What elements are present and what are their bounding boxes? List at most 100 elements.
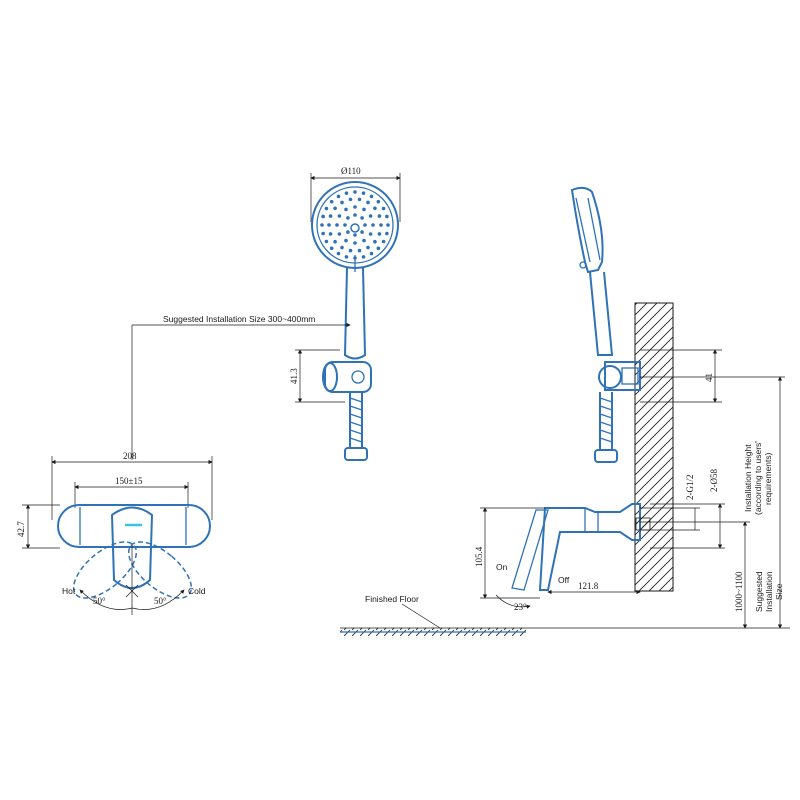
installation-height-line3: requirements)	[763, 452, 773, 505]
nozzle-dot	[335, 223, 339, 227]
head-view: Ø110 41.3 Suggested Installation Size 30…	[131, 166, 401, 461]
nozzle-dot	[344, 238, 348, 243]
nozzle-dot	[369, 194, 374, 199]
installation-height-line1: Installation Height	[743, 444, 753, 512]
nozzle-dot	[353, 190, 357, 194]
nozzle-dot	[362, 207, 366, 212]
depth-label: 121.8	[578, 581, 599, 591]
nozzle-dot	[377, 214, 382, 218]
pipe-label: 2-Ø58	[709, 469, 719, 492]
floor-label: Finished Floor	[365, 594, 419, 604]
tilt-label: 23°	[514, 602, 527, 612]
holder-height-label: 41.3	[289, 368, 299, 384]
height-label: 42.7	[16, 521, 26, 537]
shower-holder	[324, 361, 372, 393]
nozzle-dot	[357, 248, 362, 253]
nozzle-dot	[343, 223, 347, 227]
nozzle-dot	[363, 223, 367, 227]
wall-section	[634, 302, 674, 592]
hot-label: Hot	[62, 586, 76, 596]
nozzle-dot	[328, 232, 333, 236]
side-view: 41 On Off 23° 105.4 121.8 2-G1/2 2-Ø58	[340, 186, 790, 636]
nozzle-dot	[376, 246, 381, 251]
installation-size-label: Suggested Installation Size 300~400mm	[163, 314, 315, 324]
nozzle-dot	[353, 205, 357, 209]
nozzle-dot	[346, 216, 350, 220]
off-label: Off	[558, 575, 570, 585]
nozzle-dot	[366, 200, 370, 205]
nozzle-dot	[385, 231, 389, 236]
nozzle-dot	[357, 197, 362, 202]
nozzle-dot	[336, 251, 341, 256]
nozzle-dot	[333, 206, 337, 211]
nozzle-dot	[368, 232, 373, 236]
nozzle-dot	[386, 223, 390, 227]
nozzle-dot	[366, 245, 370, 250]
diameter-label: Ø110	[341, 166, 361, 176]
nozzle-dot	[368, 214, 373, 218]
nozzle-dot	[344, 191, 349, 195]
nozzle-dot	[329, 199, 334, 204]
nozzle-dot	[320, 223, 324, 227]
nozzle-dot	[353, 233, 357, 237]
nozzle-dot	[337, 232, 342, 236]
nozzle-dot	[376, 199, 381, 204]
nozzle-dot	[381, 206, 386, 211]
nozzle-dot	[371, 223, 375, 227]
nozzle-dot	[340, 200, 344, 205]
suggested-line3: Size	[774, 583, 784, 600]
nozzle-dot	[360, 230, 364, 234]
nozzle-dot	[362, 238, 366, 243]
nozzle-pattern	[320, 190, 390, 260]
spacing-label: 150±15	[115, 476, 143, 486]
side-height-label: 105.4	[474, 546, 484, 567]
nozzle-dot	[337, 214, 342, 218]
thread-label: 2-G1/2	[685, 475, 695, 501]
mixer-side	[538, 503, 641, 591]
nozzle-dot	[321, 214, 325, 219]
nozzle-dot	[373, 206, 377, 211]
nozzle-dot	[353, 241, 357, 245]
range-label: 1000~1100	[734, 571, 744, 612]
nozzle-dot	[336, 194, 341, 199]
nozzle-dot	[379, 223, 383, 227]
mixer-body	[57, 504, 211, 548]
nozzle-dot	[324, 206, 329, 211]
bracket-label: 41	[704, 373, 714, 382]
cold-label: Cold	[188, 586, 206, 596]
nozzle-dot	[348, 248, 353, 253]
nozzle-dot	[333, 239, 337, 244]
handle-side	[589, 271, 614, 356]
nozzle-dot	[361, 191, 366, 195]
nozzle-dot	[369, 251, 374, 256]
on-label: On	[496, 562, 508, 572]
suggested-line2: Installation	[764, 571, 774, 612]
nozzle-dot	[321, 231, 325, 236]
suggested-line1: Suggested	[754, 571, 764, 612]
nozzle-dot	[361, 255, 366, 259]
mixer-lever	[110, 506, 154, 589]
angle-left-label: 50°	[93, 596, 106, 606]
angle-right-label: 50°	[154, 596, 167, 606]
nozzle-dot	[328, 214, 333, 218]
nozzle-dot	[324, 239, 329, 244]
nozzle-dot	[340, 245, 344, 250]
nozzle-dot	[344, 207, 348, 212]
nozzle-dot	[327, 223, 331, 227]
nozzle-dot	[385, 214, 389, 219]
nozzle-dot	[360, 216, 364, 220]
nozzle-dot	[381, 239, 386, 244]
shower-handle	[343, 267, 367, 360]
nozzle-dot	[353, 213, 357, 217]
nozzle-dot	[346, 230, 350, 234]
nozzle-dot	[329, 246, 334, 251]
width-label: 208	[123, 451, 137, 461]
nozzle-dot	[348, 197, 353, 202]
front-view: 208 150±15 42.7 Hot Cold 50° 50°	[16, 451, 213, 615]
installation-height-line2: (according to users'	[753, 441, 763, 515]
nozzle-dot	[377, 232, 382, 236]
nozzle-dot	[373, 239, 377, 244]
shower-head-side	[570, 186, 604, 274]
nozzle-dot	[344, 255, 349, 259]
